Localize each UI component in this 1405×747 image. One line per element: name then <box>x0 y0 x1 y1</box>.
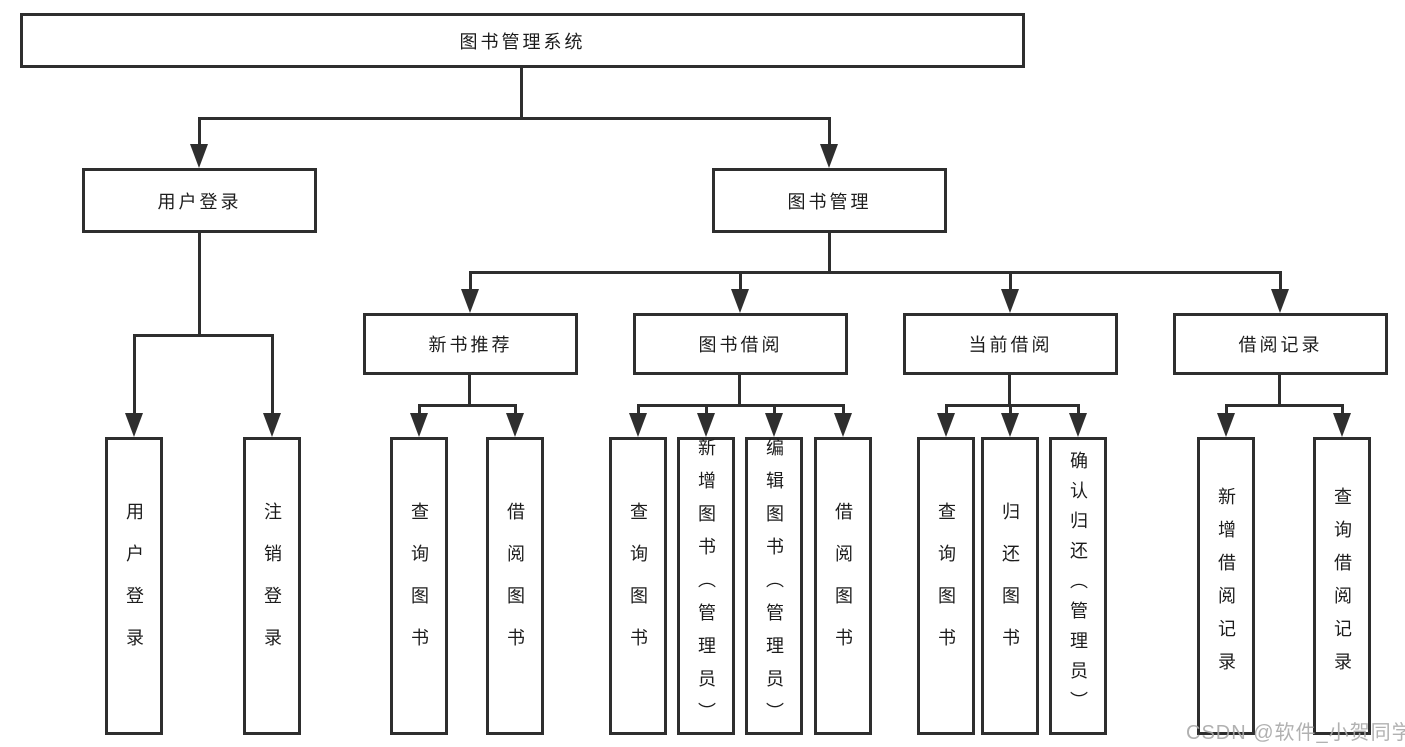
vline <box>1009 404 1012 416</box>
node-label: 查询图书 <box>409 502 429 670</box>
hline <box>469 271 1282 274</box>
arrowhead <box>410 413 428 437</box>
leaf-query-borrow-record: 查询借阅记录 <box>1313 437 1371 735</box>
node-borrow-records: 借阅记录 <box>1173 313 1388 375</box>
node-label: 借阅图书 <box>833 502 853 670</box>
vline <box>198 233 201 337</box>
node-new-book-recommend: 新书推荐 <box>363 313 578 375</box>
arrowhead <box>461 289 479 313</box>
vline <box>1278 375 1281 407</box>
hline <box>198 117 831 120</box>
vline <box>637 404 640 416</box>
arrowhead <box>190 144 208 168</box>
node-book-management: 图书管理 <box>712 168 947 233</box>
leaf-edit-book-admin: 编辑图书（管理员） <box>745 437 803 735</box>
vline <box>468 375 471 407</box>
leaf-borrow-books-recommend: 借阅图书 <box>486 437 544 735</box>
leaf-add-borrow-record: 新增借阅记录 <box>1197 437 1255 735</box>
node-label: 当前借阅 <box>968 335 1053 355</box>
vline <box>1341 404 1344 416</box>
vline <box>469 271 472 293</box>
node-label: 编辑图书（管理员） <box>764 437 784 735</box>
hline <box>945 404 1080 407</box>
node-label: 查询图书 <box>936 502 956 670</box>
vline <box>1077 404 1080 416</box>
leaf-borrow-books: 借阅图书 <box>814 437 872 735</box>
arrowhead <box>629 413 647 437</box>
leaf-add-book-admin: 新增图书（管理员） <box>677 437 735 735</box>
leaf-query-books-current: 查询图书 <box>917 437 975 735</box>
arrowhead <box>1271 289 1289 313</box>
arrowhead <box>1333 413 1351 437</box>
node-label: 借阅记录 <box>1238 335 1323 355</box>
vline <box>418 404 421 416</box>
node-label: 注销登录 <box>262 502 282 670</box>
arrowhead <box>731 289 749 313</box>
node-label: 归还图书 <box>1000 502 1020 670</box>
vline <box>514 404 517 416</box>
arrowhead <box>1069 413 1087 437</box>
node-user-login: 用户登录 <box>82 168 317 233</box>
node-label: 用户登录 <box>124 502 144 670</box>
node-label: 确认归还（管理员） <box>1068 451 1088 721</box>
vline <box>738 375 741 407</box>
vline <box>133 334 136 415</box>
node-root-library-system: 图书管理系统 <box>20 13 1025 68</box>
leaf-query-books-borrow: 查询图书 <box>609 437 667 735</box>
arrowhead <box>263 413 281 437</box>
vline <box>1279 271 1282 293</box>
node-label: 查询借阅记录 <box>1332 487 1352 685</box>
node-label: 借阅图书 <box>505 502 525 670</box>
arrowhead <box>937 413 955 437</box>
leaf-confirm-return-admin: 确认归还（管理员） <box>1049 437 1107 735</box>
vline <box>1008 375 1011 407</box>
node-label: 新书推荐 <box>428 335 513 355</box>
vline <box>842 404 845 416</box>
node-label: 用户登录 <box>157 191 242 212</box>
node-current-borrow: 当前借阅 <box>903 313 1118 375</box>
vline <box>1009 271 1012 293</box>
vline <box>828 117 831 147</box>
node-label: 图书管理系统 <box>459 31 586 52</box>
arrowhead <box>765 413 783 437</box>
vline <box>945 404 948 416</box>
vline <box>739 271 742 293</box>
node-label: 新增借阅记录 <box>1216 487 1236 685</box>
leaf-return-book: 归还图书 <box>981 437 1039 735</box>
watermark: CSDN @软件_小贺同学 <box>1186 722 1405 744</box>
node-label: 图书管理 <box>787 191 872 212</box>
arrowhead <box>697 413 715 437</box>
hline <box>133 334 274 337</box>
vline <box>828 233 831 274</box>
hline <box>1225 404 1344 407</box>
leaf-user-login: 用户登录 <box>105 437 163 735</box>
arrowhead <box>820 144 838 168</box>
node-label: 新增图书（管理员） <box>696 437 716 735</box>
vline <box>773 404 776 416</box>
leaf-logout: 注销登录 <box>243 437 301 735</box>
vline <box>198 117 201 147</box>
node-book-borrow: 图书借阅 <box>633 313 848 375</box>
arrowhead <box>834 413 852 437</box>
vline <box>1225 404 1228 416</box>
hline <box>418 404 517 407</box>
hline <box>637 404 845 407</box>
node-label: 图书借阅 <box>698 335 783 355</box>
vline <box>520 68 523 119</box>
leaf-query-books-recommend: 查询图书 <box>390 437 448 735</box>
arrowhead <box>1001 413 1019 437</box>
arrowhead <box>1001 289 1019 313</box>
arrowhead <box>1217 413 1235 437</box>
arrowhead <box>125 413 143 437</box>
vline <box>271 334 274 415</box>
node-label: 查询图书 <box>628 502 648 670</box>
vline <box>705 404 708 416</box>
arrowhead <box>506 413 524 437</box>
